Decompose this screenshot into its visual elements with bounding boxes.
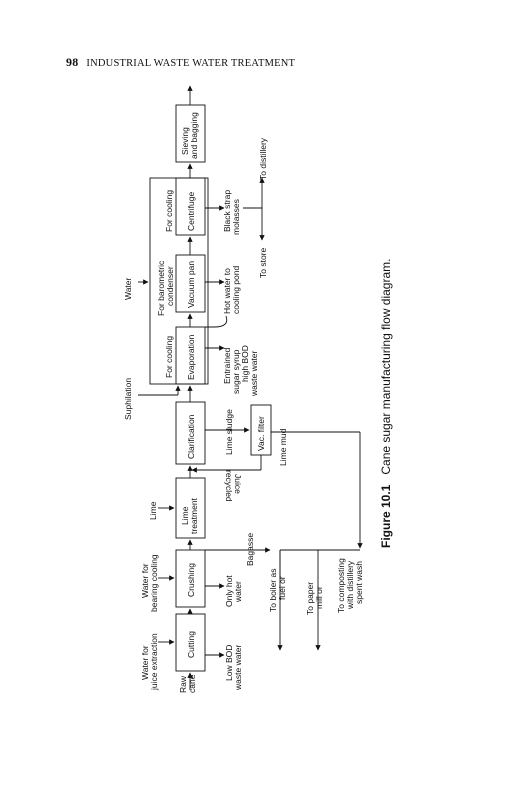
svg-text:Black strap: Black strap xyxy=(222,190,232,232)
crushing-box xyxy=(175,549,206,608)
page-number: 98 xyxy=(66,55,79,69)
to-boiler-label: To boiler as fuel or xyxy=(268,569,287,612)
svg-text:fuel or: fuel or xyxy=(277,576,287,600)
svg-text:Water for: Water for xyxy=(140,563,150,598)
running-title: INDUSTRIAL WASTE WATER TREATMENT xyxy=(86,58,296,69)
hot-water-pond-label: Hot water to cooling pond xyxy=(222,266,241,314)
svg-text:condenser: condenser xyxy=(165,266,175,306)
svg-text:To composting: To composting xyxy=(336,558,346,613)
bagasse-label: Bagasse xyxy=(245,533,255,566)
entrained-label: Entrained sugar syrup high BOD waste wat… xyxy=(222,345,259,397)
running-header: 98 INDUSTRIAL WASTE WATER TREATMENT xyxy=(66,55,295,70)
svg-text:Entrained: Entrained xyxy=(222,347,232,384)
svg-text:Lime: Lime xyxy=(180,506,190,525)
vac-filter-label: Vac. filter xyxy=(256,416,266,451)
sieving-label: Sieving and bagging xyxy=(180,112,199,159)
figure-caption: Figure 10.1 Cane sugar manufacturing flow… xyxy=(379,259,393,548)
svg-text:sugar syrup: sugar syrup xyxy=(231,349,241,394)
evaporation-label: Evaporation xyxy=(186,334,196,380)
centrifuge-label: Centrifuge xyxy=(186,192,196,231)
svg-text:juice extraction: juice extraction xyxy=(149,633,159,691)
to-paper-label: To paper mill or xyxy=(305,582,324,615)
svg-text:waste water: waste water xyxy=(233,644,243,691)
low-bod-label: Low BOD waste water xyxy=(224,644,243,691)
clarification-label: Clarification xyxy=(186,414,196,459)
lime-input-label: Lime xyxy=(148,501,158,520)
cutting-label: Cutting xyxy=(186,631,196,658)
for-cooling-evap-label: For cooling xyxy=(164,336,174,378)
lime-treatment-box xyxy=(175,477,206,539)
svg-text:cane: cane xyxy=(187,674,197,693)
svg-text:high BOD: high BOD xyxy=(240,345,250,382)
crushing-label: Crushing xyxy=(186,563,196,597)
lime-mud-label: Lime mud xyxy=(278,428,288,466)
lime-sludge-label: Lime sludge xyxy=(224,409,234,455)
sieving-box xyxy=(175,104,206,163)
to-distillery-label: To distillery xyxy=(258,137,268,180)
black-strap-label: Black strap molasses xyxy=(222,190,241,235)
vacuum-pan-label: Vacuum pan xyxy=(186,261,196,308)
svg-text:molasses: molasses xyxy=(231,199,241,235)
svg-text:For barometric: For barometric xyxy=(156,260,166,316)
svg-text:Juice: Juice xyxy=(233,474,243,494)
svg-text:waste water: waste water xyxy=(249,350,259,397)
figure-title: Cane sugar manufacturing flow diagram. xyxy=(379,259,393,475)
svg-text:Water for: Water for xyxy=(140,645,150,680)
svg-text:bearing cooling: bearing cooling xyxy=(149,554,159,612)
crushing-water-label: Water for bearing cooling xyxy=(140,554,159,612)
barometric-label: For barometric condenser xyxy=(156,260,175,316)
clarification-box xyxy=(175,401,206,465)
svg-text:water: water xyxy=(233,581,243,603)
lime-treatment-label: Lime treatment xyxy=(180,497,199,534)
svg-text:cooling pond: cooling pond xyxy=(231,266,241,314)
svg-text:recycled: recycled xyxy=(224,470,234,502)
svg-text:mill or: mill or xyxy=(314,586,324,609)
svg-text:To paper: To paper xyxy=(305,582,315,615)
for-cooling-cent-label: For cooling xyxy=(164,190,174,232)
svg-text:Only hot: Only hot xyxy=(224,575,234,607)
svg-text:Hot water to: Hot water to xyxy=(222,268,232,314)
figure-number: Figure 10.1 xyxy=(379,484,393,548)
cutting-water-label: Water for juice extraction xyxy=(140,633,159,691)
cutting-box xyxy=(175,613,206,672)
svg-text:spent wash: spent wash xyxy=(354,561,364,604)
svg-text:with distillery: with distillery xyxy=(345,560,355,610)
svg-text:To boiler as: To boiler as xyxy=(268,569,278,612)
raw-cane-label: Raw cane xyxy=(178,674,197,693)
juice-recycled-label: Juice recycled xyxy=(224,470,243,502)
water-frame xyxy=(149,177,209,385)
svg-text:Low BOD: Low BOD xyxy=(224,645,234,681)
svg-text:and bagging: and bagging xyxy=(189,112,199,159)
water-label: Water xyxy=(123,277,133,300)
to-composting-label: To composting with distillery spent wash xyxy=(336,558,364,613)
svg-text:Sieving: Sieving xyxy=(180,127,190,155)
only-hot-water-label: Only hot water xyxy=(224,575,243,607)
svg-text:Raw: Raw xyxy=(178,675,188,693)
to-store-label: To store xyxy=(258,247,268,278)
suphilation-label: Suphilation xyxy=(123,378,133,420)
vacuum-pan-box xyxy=(175,254,206,313)
svg-text:treatment: treatment xyxy=(189,497,199,534)
